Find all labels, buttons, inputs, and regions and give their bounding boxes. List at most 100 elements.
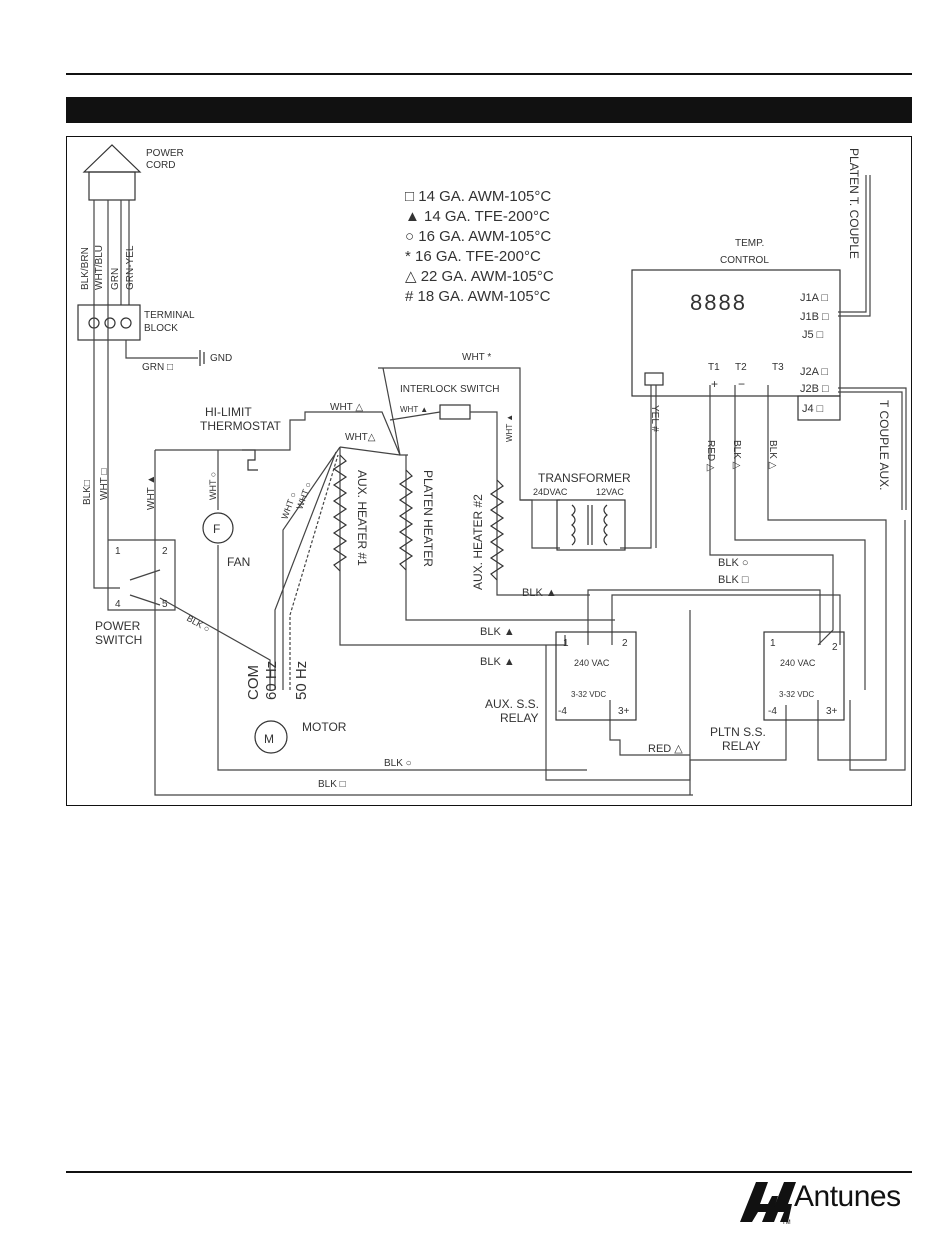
legend-item-2: ▲ 14 GA. TFE-200°C [405, 208, 550, 225]
pltn-relay-pin-2: 2 [832, 642, 838, 653]
wire-label-blk-brn: BLK/BRN [80, 247, 91, 290]
pin-j1b: J1B □ [800, 311, 829, 323]
blk-sq-label: BLK□ [82, 480, 93, 505]
wht-circ-label: WHT ○ [208, 472, 218, 500]
blk-circ-diag-label: BLK ○ [185, 613, 212, 634]
red-open-label: RED △ [648, 743, 683, 755]
footer-rule [66, 1171, 912, 1173]
motor-60hz: 60 Hz [263, 661, 280, 700]
legend-item-4: * 16 GA. TFE-200°C [405, 248, 541, 265]
aux-relay-pin-4: -4 [558, 706, 567, 717]
aux-relay-label-2: RELAY [500, 711, 538, 725]
wire-legend: □ 14 GA. AWM-105°C ▲ 14 GA. TFE-200°C ○ … [405, 188, 554, 305]
aux-relay-pin-1: 1 [563, 638, 569, 649]
temp-control-label-2: CONTROL [720, 255, 769, 266]
platen-heater-label: PLATEN HEATER [421, 470, 435, 567]
power-switch-label-1: POWER [95, 619, 141, 633]
transformer-label: TRANSFORMER [538, 471, 631, 485]
pltn-relay-label-2: RELAY [722, 739, 760, 753]
blk-sq-label-right: BLK □ [718, 574, 749, 586]
terminal-block [77, 304, 141, 341]
terminal-t2: T2 [735, 362, 747, 373]
switch-pin-2: 2 [162, 546, 168, 557]
wht-filled-label-1: WHT ▲ [400, 405, 428, 414]
grn-label: GRN □ [142, 362, 173, 373]
wht-sq-label: WHT □ [99, 469, 110, 500]
section-banner [66, 97, 912, 123]
wht-open-label-2: WHT△ [345, 432, 376, 443]
transformer [556, 499, 626, 551]
power-cord-plug [82, 144, 142, 201]
temp-display: 8888 [690, 290, 747, 315]
control-connector [644, 372, 664, 386]
terminal-block-label-1: TERMINAL [144, 310, 195, 321]
aux-heater-1-label: AUX. HEATER #1 [355, 470, 369, 566]
red-tri-label: RED △ [705, 440, 716, 472]
transformer-24v: 24DVAC [533, 487, 568, 497]
motor-50hz: 50 Hz [293, 661, 310, 700]
pltn-relay-label-1: PLTN S.S. [710, 725, 766, 739]
pin-j1a: J1A □ [800, 292, 828, 304]
hi-limit-label-2: THERMOSTAT [200, 419, 282, 433]
terminal-block-label-2: BLOCK [144, 323, 178, 334]
pltn-relay-pin-1: 1 [770, 638, 776, 649]
pin-j5: J5 □ [802, 329, 824, 341]
pin-j2a: J2A □ [800, 366, 828, 378]
wire-label-grn: GRN [110, 268, 121, 290]
motor-label: MOTOR [302, 720, 347, 734]
terminal-t3: T3 [772, 362, 784, 373]
aux-heater-2 [489, 479, 505, 581]
header-rule [66, 73, 912, 75]
switch-pin-4: 4 [115, 599, 121, 610]
blk-fill-label-1: BLK ▲ [522, 587, 557, 599]
trademark: TM [782, 1220, 791, 1226]
t2-sign: − [738, 377, 745, 391]
blk-tri-label-1: BLK △ [731, 440, 742, 470]
hi-limit-label-1: HI-LIMIT [205, 405, 252, 419]
interlock-switch-label: INTERLOCK SWITCH [400, 384, 499, 395]
legend-item-1: □ 14 GA. AWM-105°C [405, 188, 551, 205]
legend-item-3: ○ 16 GA. AWM-105°C [405, 228, 551, 245]
switch-pin-1: 1 [115, 546, 121, 557]
aux-relay-pin-3: 3+ [618, 706, 630, 717]
blk-circ-bottom-label: BLK ○ [384, 758, 412, 769]
aux-heater-1 [332, 454, 348, 572]
wire-label-wht-blu: WHT/BLU [94, 245, 105, 290]
blk-sq-bottom-label: BLK □ [318, 779, 346, 790]
pin-j4: J4 □ [802, 403, 824, 415]
legend-item-6: # 18 GA. AWM-105°C [405, 288, 551, 305]
cord-wires [93, 200, 130, 305]
diagram-frame [66, 136, 912, 806]
wht-filled-label-2: WHT ▲ [505, 414, 514, 442]
j4-box [797, 395, 841, 421]
switch-pin-5: 5 [162, 599, 168, 610]
gnd-label: GND [210, 353, 232, 364]
pltn-relay-pin-3: 3+ [826, 706, 838, 717]
blk-circ-label-right: BLK ○ [718, 557, 749, 569]
interlock-switch [439, 404, 471, 420]
blk-tri-label-2: BLK △ [767, 440, 778, 470]
aux-relay-pin-2: 2 [622, 638, 628, 649]
t1-sign: + [711, 377, 718, 391]
yel-label: YEL # [649, 405, 660, 432]
aux-relay-240: 240 VAC [574, 658, 610, 668]
temp-control-box [631, 269, 841, 397]
wht-open-label-1: WHT △ [330, 402, 363, 413]
platen-heater [398, 469, 414, 571]
pltn-relay-240: 240 VAC [780, 658, 816, 668]
platen-t-couple-label: PLATEN T. COUPLE [847, 148, 861, 259]
legend-item-5: △ 22 GA. AWM-105°C [405, 268, 554, 285]
antunes-logo-icon [740, 1182, 796, 1222]
aux-relay-vdc: 3-32 VDC [571, 690, 606, 699]
pltn-relay-box [763, 631, 845, 721]
blk-fill-label-3: BLK ▲ [480, 656, 515, 668]
motor-m: M [264, 732, 274, 746]
temp-control-label-1: TEMP. [735, 238, 764, 249]
pin-j2b: J2B □ [800, 383, 829, 395]
aux-relay-label-1: AUX. S.S. [485, 697, 539, 711]
fan-symbol [202, 512, 234, 544]
terminal-t1: T1 [708, 362, 720, 373]
fan-f: F [213, 522, 220, 536]
brand-name: Antunes [794, 1180, 901, 1213]
